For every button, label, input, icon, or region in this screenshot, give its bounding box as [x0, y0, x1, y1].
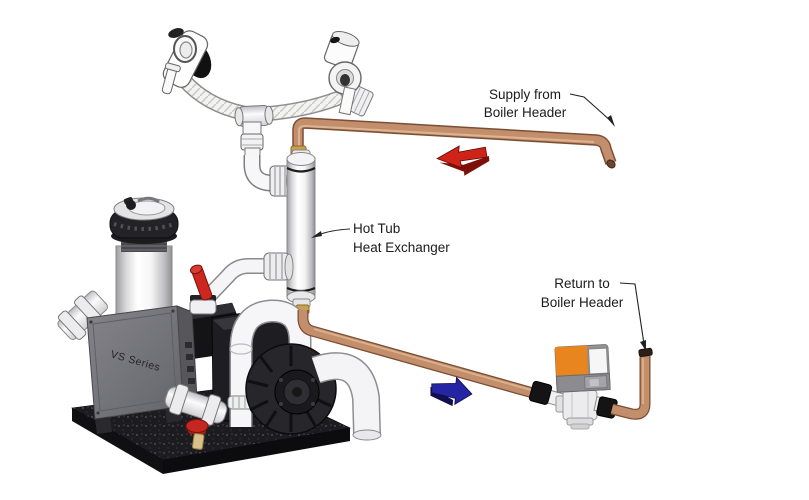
jet-fitting-right	[323, 30, 374, 117]
discharge-pipe	[189, 252, 294, 315]
jet-fitting-left	[161, 28, 212, 95]
ball-valve-body	[189, 299, 217, 315]
heat-exchanger-label-line1: Hot Tub	[353, 221, 400, 236]
hx-leader-arrowhead	[311, 231, 322, 238]
supply-label-line2: Boiler Header	[484, 105, 567, 120]
actuator-orange-panel	[554, 345, 590, 380]
heat-exchanger	[286, 149, 316, 315]
return-leader-line	[619, 282, 645, 345]
zone-valve	[554, 344, 618, 430]
valve-body	[562, 389, 598, 421]
flow-arrow-return	[430, 376, 473, 407]
leader-lines	[311, 93, 646, 351]
ball-valve-handle	[189, 264, 213, 301]
return-pipe	[297, 310, 566, 408]
bleed-valve	[161, 62, 181, 95]
return-label-line1: Return to	[554, 276, 610, 291]
pvc-elbow-right	[311, 352, 382, 441]
filter-lid-knob	[126, 200, 136, 210]
supply-label-line1: Supply from	[489, 87, 561, 102]
pump-volute	[245, 343, 337, 435]
pump-assembly: VS Series	[57, 196, 382, 474]
valve-actuator	[554, 344, 611, 393]
front-drain-assembly	[164, 383, 228, 450]
supply-pipe-body	[293, 118, 616, 165]
supply-leader-line	[569, 93, 613, 123]
return-leader-arrowhead	[640, 340, 646, 351]
pump-controller: VS Series	[85, 305, 198, 434]
pvc-tee	[234, 104, 274, 159]
filter-canister	[109, 196, 179, 319]
hx-top-band	[286, 167, 316, 173]
union-fitting-bottom	[263, 252, 294, 281]
return-label-line2: Boiler Header	[541, 295, 624, 310]
pipe-coupling-nut-left	[528, 380, 553, 405]
flow-arrow-supply	[436, 145, 490, 176]
hose-bib	[191, 433, 205, 450]
supply-pipe-end	[606, 159, 616, 169]
heat-exchanger-label-line2: Heat Exchanger	[353, 240, 450, 255]
drain-cap	[185, 419, 209, 433]
suction-pipe-stub	[57, 290, 109, 340]
actuator-window	[586, 346, 610, 376]
supply-leader-arrowhead	[607, 115, 615, 127]
annotations: Supply from Boiler Header Hot Tub Heat E…	[353, 87, 624, 310]
